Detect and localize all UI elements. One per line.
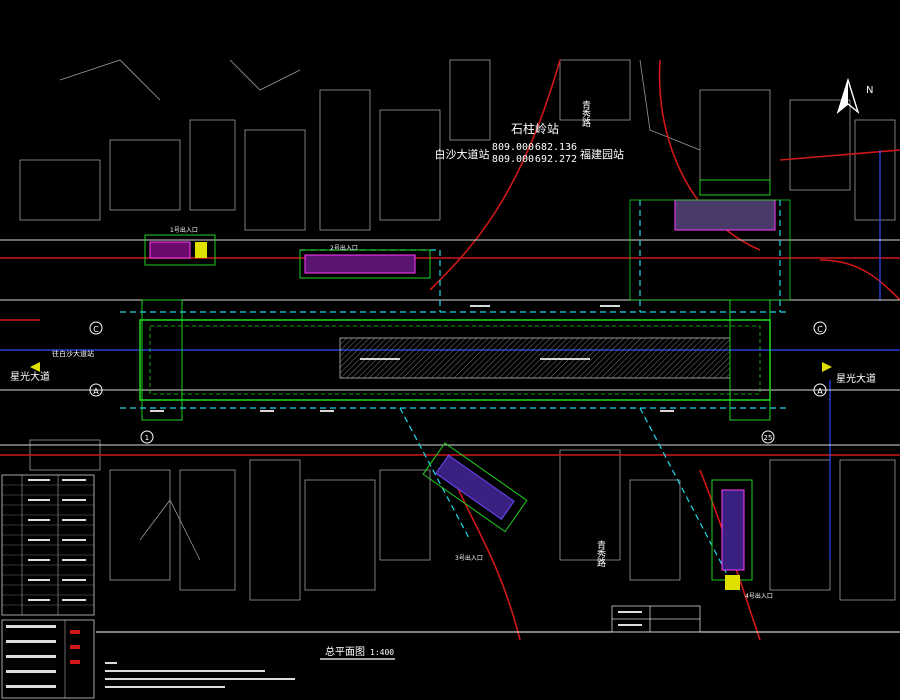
entrance-label-4: 4号出入口 <box>745 592 773 600</box>
adjacent-station-west: 白沙大道站 <box>435 147 490 161</box>
building-outlines <box>19 59 896 601</box>
grid-label-col-1: 1 <box>145 434 149 442</box>
road-name-bottom: 青秀路 <box>595 539 606 568</box>
revision-entry-2 <box>618 624 642 626</box>
top-margin <box>0 0 900 55</box>
plan-scale: 1:400 <box>370 648 394 657</box>
revision-entry-1 <box>618 611 642 613</box>
entrance-structures <box>144 179 791 590</box>
grid-axis-bubbles <box>89 321 827 444</box>
entrance-label-3: 3号出入口 <box>455 554 483 562</box>
adjacent-station-east: 福建园站 <box>580 147 624 161</box>
direction-label-left: 往白沙大道站 <box>52 349 94 358</box>
grid-label-a-left: A <box>93 387 99 396</box>
road-name-left: 星光大道 <box>10 370 50 383</box>
station-box <box>139 299 771 421</box>
legend-table <box>1 474 95 616</box>
direction-arrow-left <box>30 362 40 372</box>
elevation-east-a: 682.136 <box>535 142 577 153</box>
title-block-notes <box>105 662 295 688</box>
cyan-dashed-lines <box>120 200 790 581</box>
station-name: 石柱岭站 <box>511 121 559 136</box>
road-name-top: 青秀路 <box>580 99 591 128</box>
elevation-west-a: 809.000 <box>492 142 534 153</box>
elevation-east-b: 692.272 <box>535 154 577 165</box>
elevation-west-b: 809.000 <box>492 154 534 165</box>
grid-label-c-right: C <box>817 325 823 334</box>
north-arrow-icon <box>836 77 860 114</box>
entrance-label-1: 1号出入口 <box>170 226 198 234</box>
dimension-annotations <box>150 305 674 412</box>
revision-table <box>611 605 701 633</box>
entrance-label-2: 2号出入口 <box>330 244 358 252</box>
grid-label-a-right: A <box>817 387 823 396</box>
legend-symbols <box>1 619 95 699</box>
plan-title: 总平面图 <box>325 645 365 658</box>
grid-label-c-left: C <box>93 325 99 334</box>
north-label: N <box>866 85 873 96</box>
direction-arrow-right <box>822 362 832 372</box>
grid-label-col-25: 25 <box>764 434 773 442</box>
road-name-right: 星光大道 <box>836 372 876 385</box>
